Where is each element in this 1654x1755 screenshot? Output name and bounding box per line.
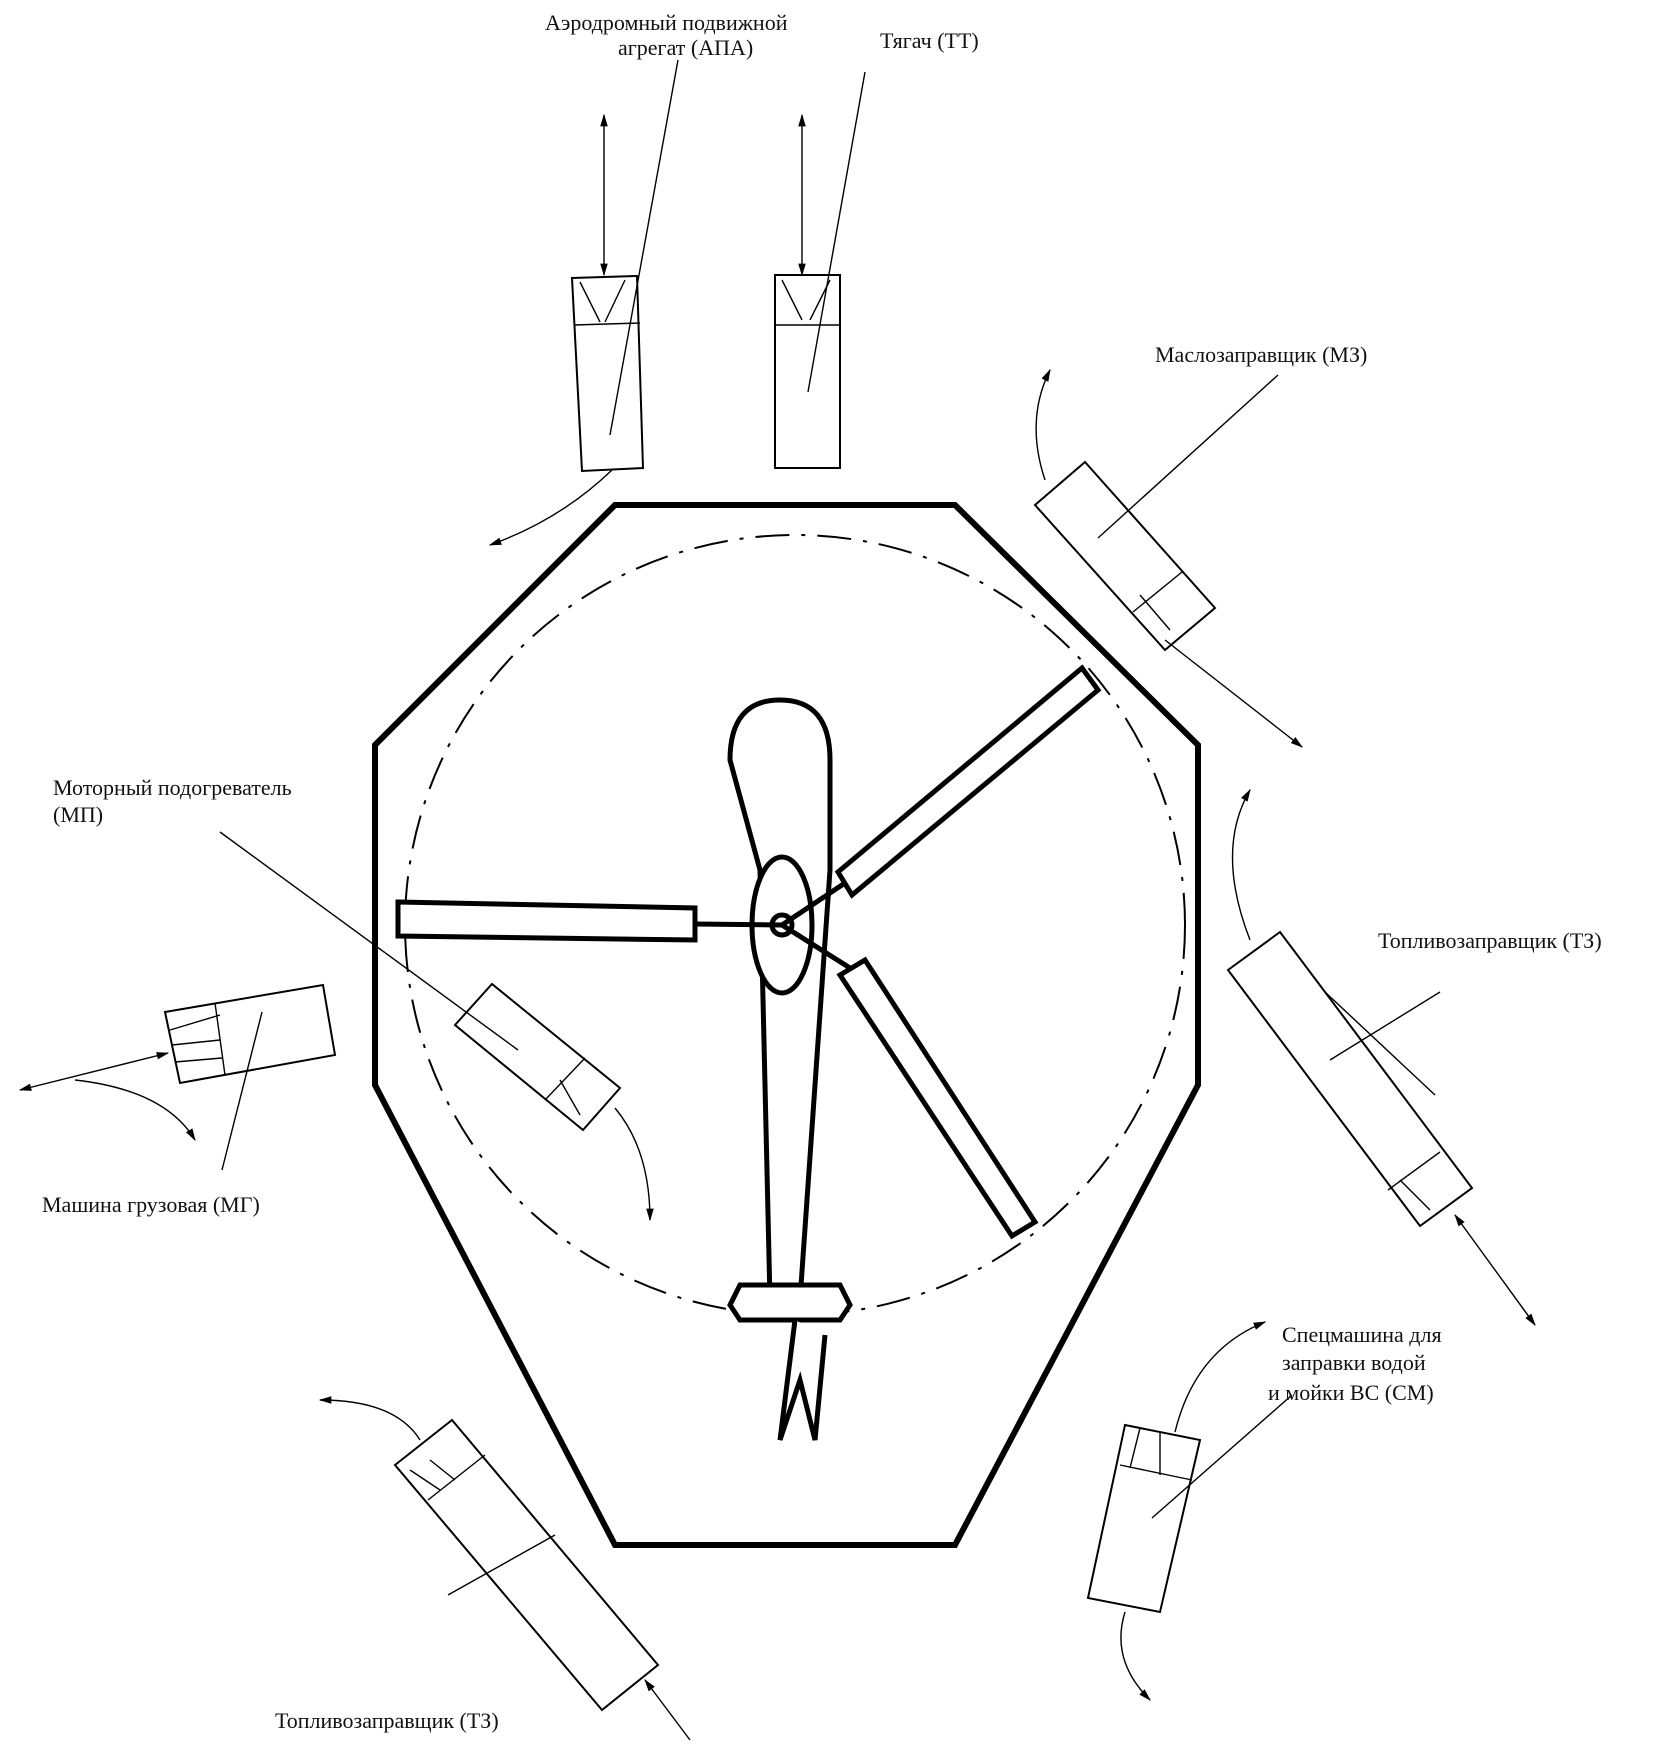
vehicle-tz-bottom — [318, 1396, 691, 1741]
label-mp-line2: (МП) — [53, 802, 103, 827]
parking-pad-outline — [372, 502, 1201, 1548]
mp-leader-line — [219, 831, 519, 1051]
label-apa-line1: Аэродромный подвижной — [545, 10, 788, 35]
vehicle-tz-right — [1226, 788, 1536, 1327]
mg-leader-line — [221, 1011, 263, 1171]
tz-bottom-cross-line — [447, 1534, 556, 1596]
label-sm-line1: Спецмашина для — [1282, 1322, 1442, 1347]
sm-leader-line — [1151, 1394, 1293, 1519]
mz-leader-line — [1097, 374, 1279, 539]
label-tz-right: Топливозаправщик (ТЗ) — [1378, 928, 1602, 953]
vehicle-sm — [1086, 1321, 1293, 1701]
label-apa-line2: агрегат (АПА) — [618, 35, 753, 60]
apa-leader-line — [609, 59, 679, 436]
tz-right-cross-line — [1324, 991, 1436, 1096]
label-tz-bottom: Топливозаправщик (ТЗ) — [275, 1708, 499, 1733]
vehicle-apa — [488, 59, 679, 546]
label-mp-line1: Моторный подогреватель — [53, 775, 292, 800]
vehicle-tt — [774, 71, 866, 469]
vehicle-mp — [219, 831, 654, 1222]
label-sm-line3: и мойки ВС (СМ) — [1268, 1380, 1434, 1405]
label-sm-line2: заправки водой — [1282, 1350, 1426, 1375]
vehicle-mg — [18, 983, 337, 1171]
label-mg: Машина грузовая (МГ) — [42, 1192, 260, 1217]
helicopter — [395, 664, 1102, 1441]
label-mz: Маслозаправщик (МЗ) — [1155, 342, 1367, 367]
vehicle-mz — [1033, 368, 1303, 748]
tz-right-leader-line — [1329, 991, 1441, 1061]
tt-leader-line — [807, 71, 866, 393]
label-tt: Тягач (ТТ) — [880, 28, 979, 53]
